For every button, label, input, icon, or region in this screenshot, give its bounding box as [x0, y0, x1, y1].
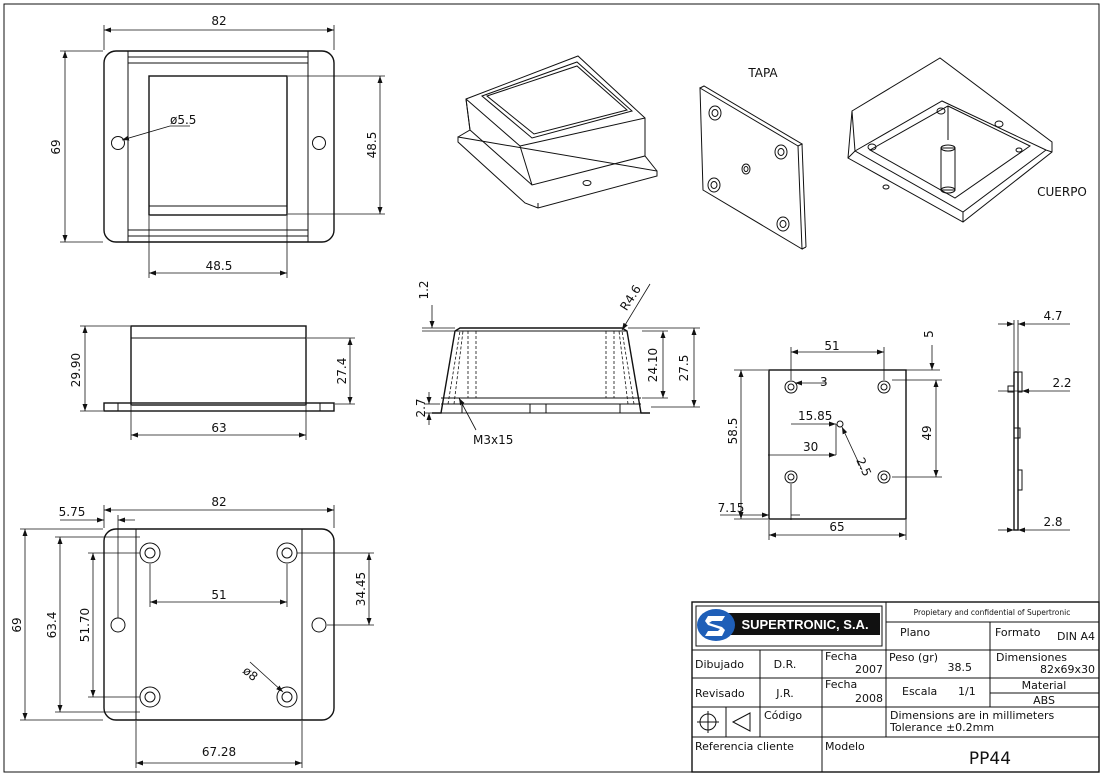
label-cuerpo: CUERPO	[1037, 185, 1087, 199]
dim-lid-offset: 7.15	[718, 501, 745, 515]
label-tapa: TAPA	[747, 66, 778, 80]
dim-bot-offset: 5.75	[59, 505, 86, 519]
tb-dimensiones-label: Dimensiones	[996, 651, 1067, 664]
dim-edge-bottom: 2.8	[1043, 515, 1062, 529]
dim-side-inner-height: 27.4	[335, 358, 349, 385]
dim-edge-top: 4.7	[1043, 309, 1062, 323]
dim-lid-h: 58.5	[726, 418, 740, 445]
dim-bot-h3: 51.70	[78, 608, 92, 642]
lid-dimension-view	[720, 345, 942, 540]
dim-sec-screw: M3x15	[473, 433, 513, 447]
dim-lid-hole: 3	[820, 375, 828, 389]
dim-bot-side: 34.45	[354, 572, 368, 606]
tb-confidential: Propietary and confidential of Supertron…	[914, 608, 1071, 617]
projection-symbol-icon	[697, 711, 751, 733]
tb-fecha1-label: Fecha	[825, 650, 857, 663]
dim-side-height: 29.90	[69, 353, 83, 387]
tb-escala-label: Escala	[902, 685, 937, 698]
dim-bot-boss: ø8	[240, 664, 260, 684]
sheet-border	[3, 3, 1100, 773]
tb-material-label: Material	[1022, 679, 1067, 692]
dim-lid-pin: 2.5	[853, 455, 874, 478]
dim-top-inner-height: 48.5	[365, 132, 379, 159]
company-name: SUPERTRONIC, S.A.	[741, 617, 868, 632]
tb-fecha2-label: Fecha	[825, 678, 857, 691]
dim-sec-h2: 27.5	[677, 355, 691, 382]
tb-formato-label: Formato	[995, 626, 1041, 639]
edge-view	[998, 320, 1070, 533]
tapa-lid-view	[699, 85, 807, 250]
cuerpo-body-view	[847, 57, 1053, 223]
tb-dimensiones: 82x69x30	[1040, 663, 1095, 676]
dim-bot-h2: 63.4	[45, 612, 59, 639]
isometric-closed-box	[457, 55, 658, 209]
side-view	[80, 325, 355, 440]
dim-lid-x2: 30	[803, 440, 818, 454]
tb-plano: Plano	[900, 626, 930, 639]
tb-peso-label: Peso (gr)	[889, 651, 938, 664]
title-block	[691, 601, 1100, 773]
tb-material: ABS	[1033, 694, 1055, 707]
tb-units: Dimensions are in millimeters	[890, 709, 1055, 722]
dim-edge-mid: 2.2	[1052, 376, 1071, 390]
dim-bot-span: 51	[211, 588, 226, 602]
tb-modelo: PP44	[969, 749, 1011, 769]
dim-lid-width: 65	[829, 520, 844, 534]
dim-top-hole: ø5.5	[170, 113, 196, 127]
tb-escala: 1/1	[958, 685, 976, 698]
dim-top-inner-width: 48.5	[206, 259, 233, 273]
tb-fecha2: 2008	[855, 692, 883, 705]
tb-codigo: Código	[764, 709, 802, 722]
dim-sec-lid: 1.2	[417, 280, 431, 299]
dim-top-height: 69	[49, 139, 63, 154]
top-view	[60, 25, 385, 278]
tb-dibujado: Dibujado	[695, 658, 744, 671]
tb-dibujado-by: D.R.	[774, 658, 797, 671]
dim-side-width: 63	[211, 421, 226, 435]
bottom-view	[20, 505, 374, 768]
tb-referencia: Referencia cliente	[695, 740, 794, 753]
dim-lid-v: 49	[920, 425, 934, 440]
tb-peso: 38.5	[948, 661, 973, 674]
dim-sec-radius: R4.6	[617, 283, 644, 314]
tb-formato: DIN A4	[1057, 630, 1095, 643]
dim-lid-top-offset: 5	[922, 330, 936, 338]
dim-sec-base: 2.7	[414, 398, 428, 417]
tb-modelo-label: Modelo	[825, 740, 865, 753]
dim-bot-inner: 67.28	[202, 745, 236, 759]
section-view	[422, 283, 700, 431]
dim-top-width: 82	[211, 14, 226, 28]
dim-lid-top: 51	[824, 339, 839, 353]
tb-revisado-by: J.R.	[775, 687, 794, 700]
dim-bot-width: 82	[211, 495, 226, 509]
dim-bot-height: 69	[10, 617, 24, 632]
dim-sec-h1: 24.10	[646, 348, 660, 382]
dim-lid-x1: 15.85	[798, 409, 832, 423]
supertronic-logo	[695, 605, 883, 647]
tb-revisado: Revisado	[695, 687, 745, 700]
tb-tolerance: Tolerance ±0.2mm	[889, 721, 994, 734]
tb-fecha1: 2007	[855, 663, 883, 676]
